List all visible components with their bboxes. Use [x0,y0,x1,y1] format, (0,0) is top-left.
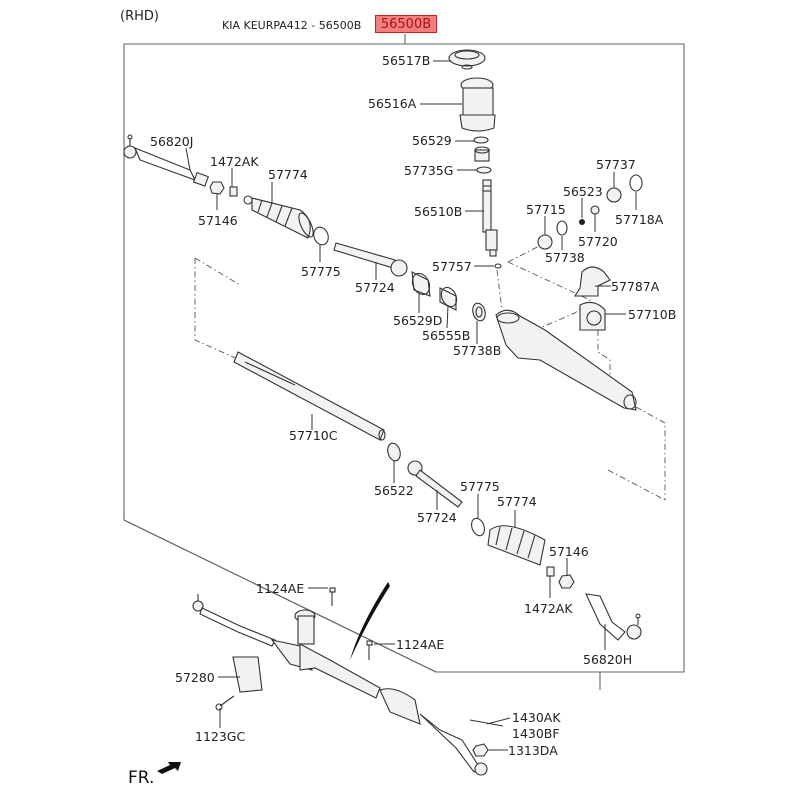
part-57718A-ring[interactable] [629,174,643,192]
label-1430AK[interactable]: 1430AK [512,710,561,725]
label-57724-bottom[interactable]: 57724 [417,510,457,525]
label-56522[interactable]: 56522 [374,483,414,498]
label-56517B[interactable]: 56517B [382,53,430,68]
label-1313DA[interactable]: 1313DA [508,743,558,758]
frame-diagonal [123,519,437,673]
part-57775-clamp[interactable] [311,225,330,247]
guide-line-left-top [194,257,241,286]
label-57774-top[interactable]: 57774 [268,167,308,182]
part-57720-nut[interactable] [590,205,600,215]
part-57737-cap[interactable] [606,187,622,203]
label-1124AE-lower[interactable]: 1124AE [396,637,444,652]
part-57146-nut[interactable] [209,181,225,195]
part-56522-seal[interactable] [386,442,402,462]
part-gear-housing[interactable] [495,309,637,411]
guide-line-pinion [496,269,503,311]
part-56820H-tie-rod-end[interactable] [585,593,642,641]
part-56555B-bellows[interactable] [438,285,459,311]
label-57775-top[interactable]: 57775 [301,264,341,279]
part-1124AE-bolt-b[interactable] [366,640,373,660]
label-56516A[interactable]: 56516A [368,96,417,111]
label-57738B[interactable]: 57738B [453,343,501,358]
part-1430AK-pin[interactable] [469,719,504,727]
part-57738B-seal[interactable] [471,302,487,322]
part-57724-inner-tie-rod[interactable] [333,242,408,277]
part-57738-oring[interactable] [556,220,568,236]
part-56523-ball[interactable] [579,219,585,225]
part-56529D-bellows[interactable] [409,271,433,298]
separator-wedge [350,582,390,660]
label-56523[interactable]: 56523 [563,184,603,199]
label-57724-top[interactable]: 57724 [355,280,395,295]
label-57146-top[interactable]: 57146 [198,213,238,228]
label-57787A[interactable]: 57787A [611,279,660,294]
part-bearing[interactable] [474,146,490,162]
label-56820H[interactable]: 56820H [583,652,632,667]
part-56510B-pinion-shaft[interactable] [482,179,498,257]
label-56529D[interactable]: 56529D [393,313,442,328]
guide-line-right-bottom [607,469,666,501]
label-57146-bottom[interactable]: 57146 [549,544,589,559]
label-57280[interactable]: 57280 [175,670,215,685]
label-57737[interactable]: 57737 [596,157,636,172]
label-56555B[interactable]: 56555B [422,328,470,343]
part-1313DA-nut[interactable] [472,743,489,757]
part-1123GC-bolt[interactable] [215,695,235,711]
bottom-rack-assembly[interactable] [192,594,488,776]
catalog-title: KIA KEURPA412 - 56500B [222,19,362,32]
guide-line-right [635,406,666,500]
part-57774-lower-boot[interactable] [487,525,546,566]
part-56517B-cap[interactable] [448,49,486,70]
front-direction-label: FR. [128,768,155,788]
label-57710B[interactable]: 57710B [628,307,676,322]
part-57280-cover[interactable] [232,656,263,693]
part-57710C-rack[interactable] [233,351,386,441]
assembly-part-badge[interactable]: 56500B [375,15,437,33]
label-56510B[interactable]: 56510B [414,204,462,219]
label-1123GC[interactable]: 1123GC [195,729,245,744]
label-57720[interactable]: 57720 [578,234,618,249]
label-57757[interactable]: 57757 [432,259,472,274]
part-56516A-housing-cover[interactable] [459,77,496,132]
part-56820J-tie-rod-end[interactable] [123,134,209,187]
label-1124AE-upper[interactable]: 1124AE [256,581,304,596]
part-57787A-bracket[interactable] [574,266,611,297]
part-57146-lower-nut[interactable] [558,574,575,589]
part-57735G-ring[interactable] [476,166,492,174]
label-57774-bottom[interactable]: 57774 [497,494,537,509]
part-57775-lower-clamp[interactable] [469,516,486,537]
label-57715[interactable]: 57715 [526,202,566,217]
label-57735G[interactable]: 57735G [404,163,453,178]
part-56529-seal[interactable] [473,136,489,144]
label-56529[interactable]: 56529 [412,133,452,148]
label-1472AK-top[interactable]: 1472AK [210,154,259,169]
label-1472AK-bottom[interactable]: 1472AK [524,601,573,616]
orientation-label: (RHD) [120,9,159,24]
diagram-frame [123,34,685,690]
part-1472AK-lower-clip[interactable] [546,566,555,577]
label-57710C[interactable]: 57710C [289,428,338,443]
label-1430BF[interactable]: 1430BF [512,726,560,741]
part-57710B-bushing[interactable] [579,301,606,331]
guide-line-57710B [597,330,611,380]
part-57757-oring[interactable] [494,263,502,269]
part-57724-lower-inner-tie-rod[interactable] [407,460,463,508]
part-1472AK-clip[interactable] [229,186,238,197]
label-56820J[interactable]: 56820J [150,134,193,149]
part-57715-plug[interactable] [537,234,553,250]
leader-lines [185,60,637,751]
guide-line-left [194,258,241,361]
part-1124AE-bolt-a[interactable] [329,587,336,606]
label-57738[interactable]: 57738 [545,250,585,265]
label-57718A[interactable]: 57718A [615,212,664,227]
front-direction-arrow-icon [157,762,181,774]
label-57775-bottom[interactable]: 57775 [460,479,500,494]
part-57774-boot[interactable] [243,195,316,239]
